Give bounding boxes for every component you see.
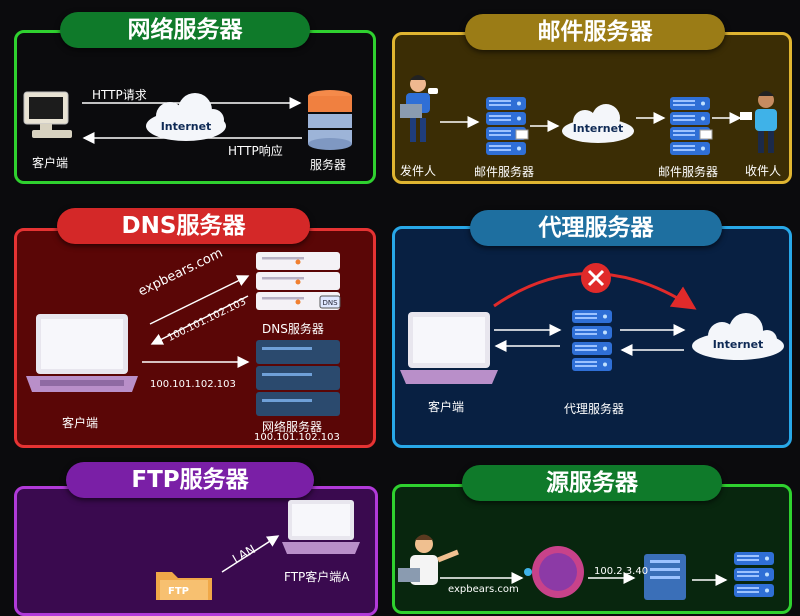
- dns-server-title: DNS服务器: [57, 208, 310, 244]
- web-server-label-dns: 网络服务器: [262, 420, 323, 434]
- ip-label-origin: 100.2.3.40: [594, 566, 649, 577]
- dns-reply-arrow: [150, 295, 249, 345]
- desktop-computer-icon: [23, 91, 72, 138]
- internet-cloud-icon: Internet: [146, 93, 226, 141]
- laptop-client-icon-proxy: [400, 312, 498, 384]
- dns-server-label: DNS服务器: [262, 322, 324, 336]
- internet-label-mail: Internet: [573, 122, 624, 135]
- mail-server-a-label: 邮件服务器: [474, 165, 535, 179]
- dns-tag-label: DNS: [322, 299, 338, 307]
- internet-label-web: Internet: [161, 120, 212, 133]
- server-stack-icon: [308, 90, 352, 150]
- ip-request-label-dns: 100.101.102.103: [150, 379, 236, 390]
- mail-server-b-icon: [670, 97, 713, 155]
- sender-label: 发件人: [400, 164, 437, 178]
- internet-cloud-mail-icon: Internet: [562, 104, 634, 143]
- ftp-server-title: FTP服务器: [66, 462, 314, 498]
- server-label-web: 服务器: [310, 158, 347, 172]
- proxy-server-icon: [572, 310, 612, 371]
- client-label-proxy: 客户端: [428, 400, 465, 414]
- mail-server-b-label: 邮件服务器: [658, 165, 719, 179]
- proxy-server-title: 代理服务器: [470, 210, 722, 246]
- mail-server-title: 邮件服务器: [465, 14, 725, 50]
- receiver-label: 收件人: [745, 164, 782, 178]
- domain-label-origin: expbears.com: [448, 584, 519, 595]
- web-server-icon-dns: [256, 340, 340, 416]
- web-server-ip-label: 100.101.102.103: [254, 432, 340, 443]
- globe-network-icon: [524, 546, 584, 598]
- http-request-label: HTTP请求: [92, 88, 147, 102]
- client-label-web: 客户端: [32, 156, 69, 170]
- blocked-x-icon: [581, 263, 611, 293]
- receiver-person-icon: [740, 91, 777, 153]
- origin-server-title: 源服务器: [462, 465, 722, 501]
- ftp-folder-icon: FTP: [156, 572, 212, 600]
- http-response-label: HTTP响应: [228, 144, 283, 158]
- mail-server-a-icon: [486, 97, 529, 155]
- dns-query-arrow: [149, 275, 250, 325]
- ftp-client-laptop-icon: [282, 500, 360, 554]
- client-label-dns: 客户端: [62, 416, 99, 430]
- laptop-client-icon-dns: [26, 314, 138, 392]
- ftp-client-label: FTP客户端A: [284, 570, 350, 584]
- web-server-title: 网络服务器: [60, 12, 310, 48]
- origin-server-b-icon: [734, 552, 774, 597]
- origin-server-a-icon: [644, 554, 686, 600]
- proxy-server-label: 代理服务器: [564, 402, 625, 416]
- lan-arrow: [221, 535, 280, 573]
- internet-cloud-proxy-icon: Internet: [692, 313, 784, 360]
- internet-label-proxy: Internet: [713, 338, 764, 351]
- sender-person-icon: [400, 75, 438, 142]
- origin-person-icon: [398, 534, 459, 585]
- ftp-folder-tag: FTP: [168, 586, 189, 597]
- illustration-layer: Internet Internet: [23, 75, 784, 600]
- dns-server-icon: DNS: [256, 252, 341, 310]
